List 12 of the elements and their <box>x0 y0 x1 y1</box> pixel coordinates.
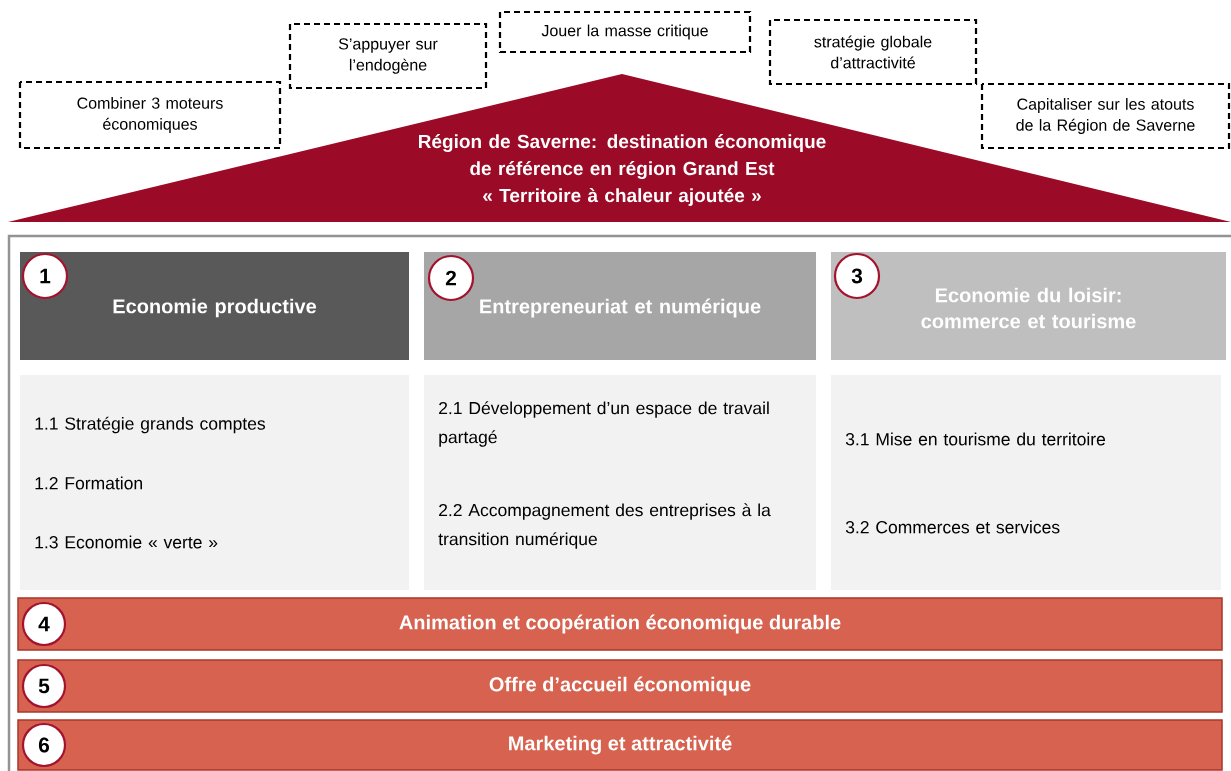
list-item: 1.1 Stratégie grands comptes <box>35 416 266 434</box>
dashed-box: Capitaliser sur les atouts de la Région de Saverne <box>980 82 1231 150</box>
dashed-box: stratégie globale d’attractivité <box>768 18 978 86</box>
list-item: 3.1 Mise en tourisme du territoire <box>845 432 1106 446</box>
dashed-box: Jouer la masse critique <box>498 10 752 54</box>
list-item: 2.2 Accompagnement des entreprises à la transition numérique <box>438 503 771 549</box>
dashed-box: Combiner 3 moteurs économiques <box>18 80 282 150</box>
dashed-box: S’appuyer sur l’endogène <box>288 22 488 90</box>
list-item: 1.2 Formation <box>35 476 142 490</box>
list-item: 2.1 Développement d’un espace de travail partagé <box>439 401 769 447</box>
list-item: 3.2 Commerces et services <box>845 520 1060 534</box>
list-item: 1.3 Economie « verte » <box>35 535 218 549</box>
